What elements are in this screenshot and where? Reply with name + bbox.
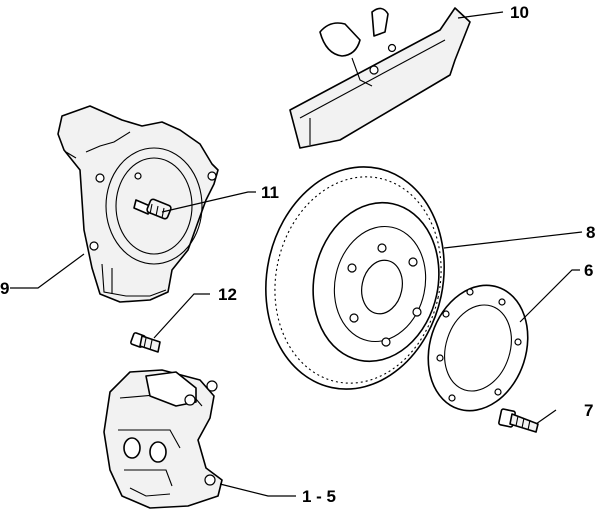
brake-disc — [265, 166, 445, 390]
callout-11: 11 — [261, 183, 279, 202]
leader-9 — [10, 253, 85, 289]
leader-10 — [457, 11, 504, 19]
leader-6 — [519, 269, 580, 323]
leader-11 — [161, 191, 256, 213]
leader-1-5 — [219, 483, 296, 497]
callout-12: 12 — [218, 285, 237, 304]
leader-7 — [535, 409, 557, 425]
disc-spacer-ring — [427, 284, 529, 412]
wheel-stud — [498, 408, 539, 433]
leader-12 — [153, 293, 210, 339]
callout-10: 10 — [510, 3, 529, 22]
brake-pad — [289, 7, 471, 149]
callout-8: 8 — [586, 223, 595, 242]
caliper-bolt — [130, 332, 161, 353]
callout-6: 6 — [584, 261, 593, 280]
callout-1-5: 1 - 5 — [302, 487, 336, 506]
brake-caliper — [103, 369, 223, 509]
leader-8 — [443, 231, 583, 249]
callout-9: 9 — [0, 279, 9, 298]
shield-bolt — [133, 198, 172, 220]
callout-7: 7 — [584, 401, 593, 420]
